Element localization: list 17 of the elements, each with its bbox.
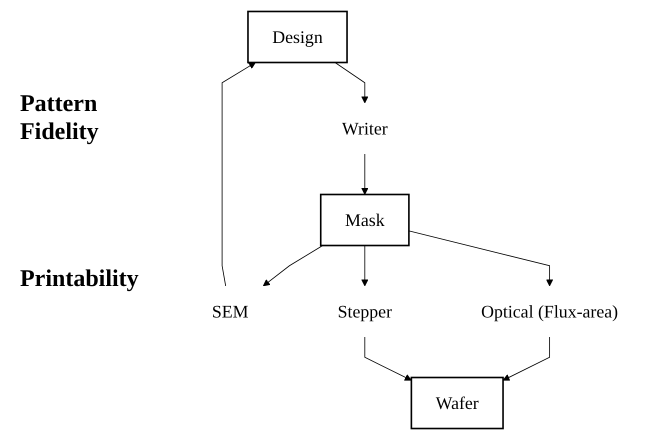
- arrow: [222, 62, 256, 286]
- arrow: [408, 230, 554, 286]
- arrow: [361, 245, 368, 286]
- node-box: Design: [247, 10, 348, 64]
- section-label: Pattern Fidelity: [20, 90, 100, 146]
- node-text: Stepper: [338, 301, 392, 322]
- node-text: Optical (Flux-area): [481, 301, 618, 322]
- arrow: [502, 336, 550, 381]
- section-label: Printability: [20, 265, 140, 293]
- arrow: [364, 336, 412, 381]
- node-box: Wafer: [410, 376, 504, 430]
- node-box: Mask: [320, 194, 410, 246]
- arrow: [262, 245, 324, 286]
- node-text: Writer: [342, 118, 388, 139]
- arrow: [361, 154, 368, 195]
- arrow: [334, 62, 368, 104]
- node-text: SEM: [212, 301, 249, 322]
